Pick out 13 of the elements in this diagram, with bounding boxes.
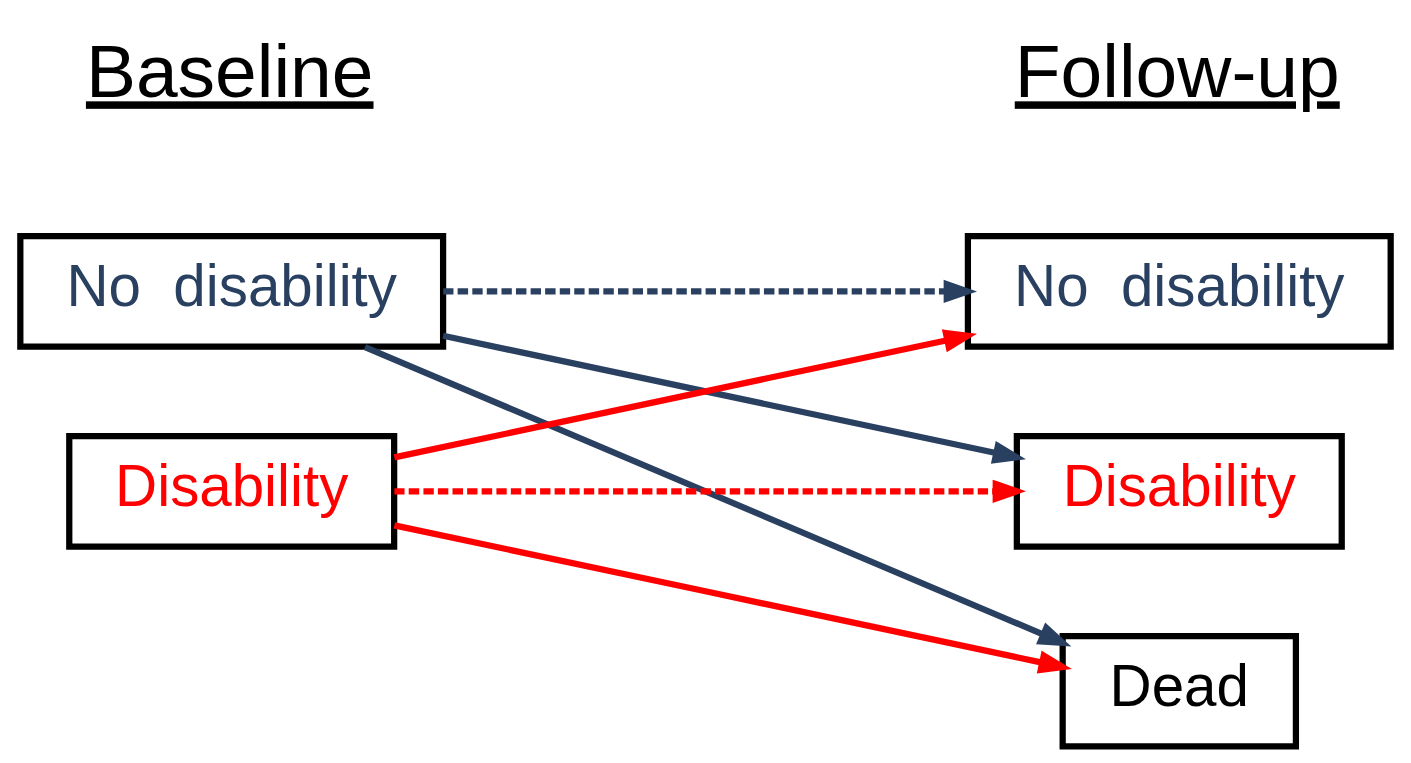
node-box: No disability	[17, 233, 447, 350]
arrow	[442, 332, 1026, 464]
node-box: Disability	[66, 433, 398, 550]
label: Baseline	[85, 29, 374, 114]
arrow	[394, 479, 1027, 504]
label: Follow-up	[1014, 29, 1340, 114]
node-box: No disability	[964, 233, 1394, 350]
arrow	[363, 344, 1072, 647]
node-box: Dead	[1059, 632, 1300, 750]
node-box: Disability	[1013, 433, 1345, 550]
arrow	[393, 522, 1072, 674]
arrow	[393, 329, 977, 461]
arrow	[443, 279, 978, 304]
